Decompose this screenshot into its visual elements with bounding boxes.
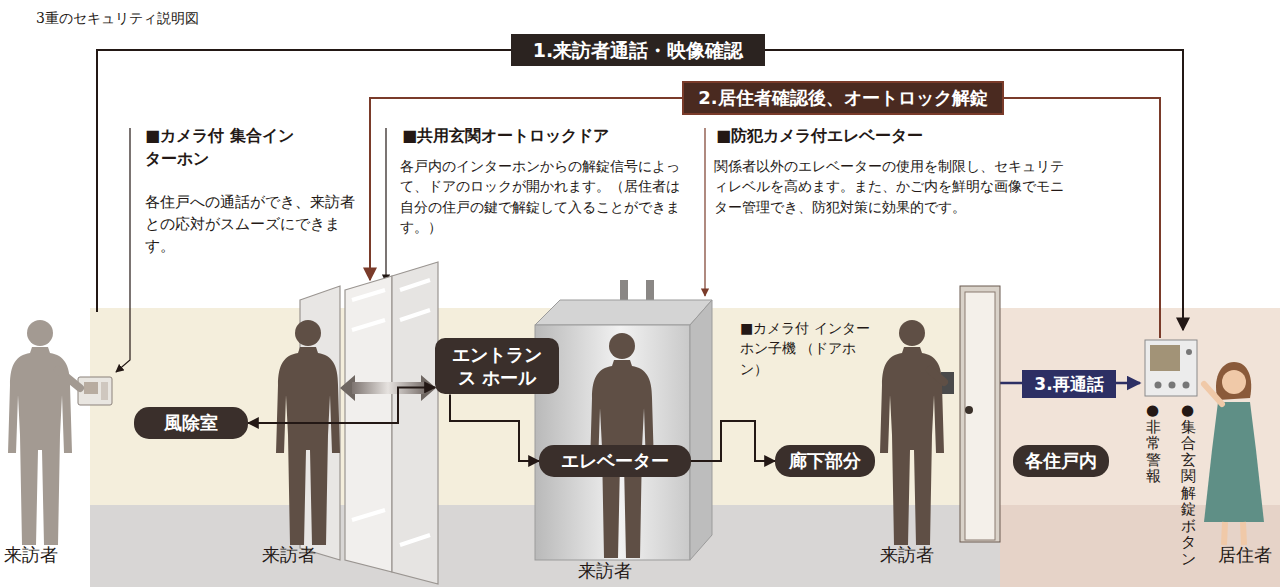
callout-text: ■カメラ付 インターホン子機 （ドアホン） — [740, 318, 880, 379]
unit-door — [941, 286, 1000, 542]
area-label-chip: エレベーター — [539, 445, 691, 476]
intercom-keys — [101, 382, 108, 400]
callout-text: ■共用玄関オートロックドア — [402, 124, 697, 147]
button-label: ●集合玄関解錠ボタン — [1181, 402, 1196, 567]
resident-hair — [1216, 362, 1251, 400]
elevator-side — [690, 300, 712, 560]
elevator — [535, 280, 712, 560]
elevator-pipe — [646, 280, 654, 302]
leader-line — [704, 128, 705, 296]
monitor-screen — [1150, 345, 1180, 371]
step-label-box: 3.再通話 — [1022, 370, 1115, 398]
visitor-figure — [880, 320, 944, 545]
flow-arrow — [691, 421, 775, 461]
background — [90, 308, 1280, 587]
call-line — [97, 50, 1183, 330]
resident — [1204, 362, 1264, 545]
elevator-pipe — [620, 280, 628, 302]
resident-arm — [1204, 384, 1222, 404]
node-text: 廊下部分 — [789, 449, 861, 472]
monitor-button — [1183, 382, 1190, 389]
button-label: ●非常警報 — [1146, 402, 1161, 485]
area-label-chip: 風除室 — [134, 407, 248, 438]
resident-legs — [1224, 522, 1244, 545]
callout-text: 関係者以外のエレベーターの使用を制限し、セキュリティレベルを高めます。また、かご… — [714, 156, 1076, 217]
flow-arrow — [248, 387, 435, 423]
monitor-body — [1145, 340, 1197, 396]
step-label-box: 2.居住者確認後、オートロック解錠 — [682, 81, 1003, 114]
node-text: 風除室 — [164, 411, 218, 434]
intercom-body — [78, 377, 112, 405]
node-text: エントランス ホール — [445, 343, 549, 390]
monitor-button — [1186, 349, 1192, 355]
resident-head — [1222, 370, 1246, 394]
flow-arrow — [450, 394, 539, 461]
elevator-top — [535, 300, 712, 325]
node-text: 各住戸内 — [1025, 449, 1097, 472]
node-text: 2.居住者確認後、オートロック解錠 — [698, 86, 987, 109]
door-arrow-head — [340, 375, 436, 401]
node-text: 1.来訪者通話・映像確認 — [533, 38, 743, 63]
figure-caption: 来訪者 — [578, 558, 632, 584]
door-leaf — [392, 262, 438, 584]
callout-text: ■防犯カメラ付エレベーター — [716, 124, 1036, 147]
unlock-line — [370, 98, 1160, 338]
node-text: エレベーター — [561, 449, 669, 472]
figure-caption: 来訪者 — [880, 542, 934, 568]
resident-dress — [1204, 402, 1264, 522]
area-label-chip: 各住戸内 — [1013, 445, 1109, 476]
figure-caption: 居住者 — [1218, 542, 1272, 568]
visitor-arm — [58, 370, 80, 388]
door-frame — [960, 286, 1000, 542]
room-monitor — [1145, 340, 1197, 396]
figure-caption: 来訪者 — [4, 542, 58, 568]
node-text: 3.再通話 — [1034, 373, 1103, 395]
leader-line — [385, 128, 386, 282]
area-label-chip: 廊下部分 — [775, 445, 875, 476]
monitor-button — [1155, 382, 1162, 389]
area-label-chip: エントランス ホール — [435, 338, 559, 395]
leader-line — [116, 128, 130, 372]
intercom-screen — [84, 382, 98, 394]
step-label-box: 1.来訪者通話・映像確認 — [511, 34, 765, 67]
intercom-panel — [78, 377, 112, 405]
visitor-figure — [8, 320, 72, 545]
callout-text: 各住戸への通話ができ、来訪者との応対がスムーズにできます。 — [145, 192, 357, 257]
door-knob — [965, 406, 973, 414]
door-arrow — [352, 382, 424, 394]
door-panel — [965, 292, 995, 540]
glass-glare — [352, 280, 430, 545]
callout-text: ■カメラ付 集合インターホン — [145, 124, 295, 170]
visitor-figure — [276, 320, 340, 545]
visitor-arm — [930, 370, 944, 382]
diagram-title: 3重のセキュリティ説明図 — [36, 8, 199, 28]
callout-text: 各戸内のインターホンからの解錠信号によって、ドアのロックが開かれます。（居住者は… — [400, 156, 692, 237]
figure-caption: 来訪者 — [262, 542, 316, 568]
monitor-button — [1169, 382, 1176, 389]
